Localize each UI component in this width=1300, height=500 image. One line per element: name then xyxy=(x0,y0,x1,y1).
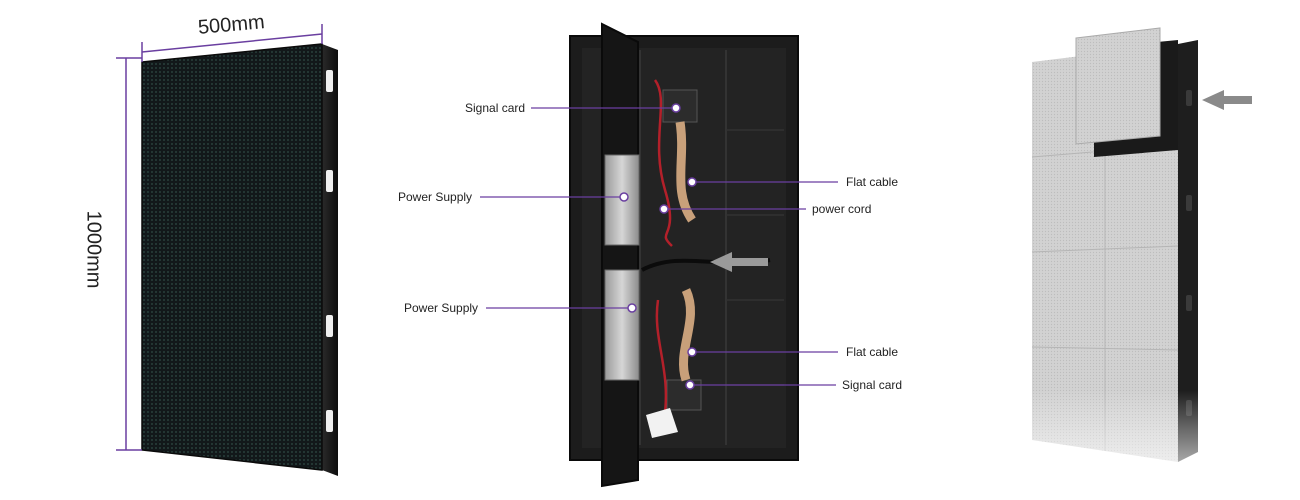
callout-power-cord: power cord xyxy=(812,202,872,216)
width-dimension-line xyxy=(141,33,323,53)
rear-panel-view xyxy=(560,20,810,490)
height-label: 1000mm xyxy=(82,210,105,289)
insert-arrow-icon xyxy=(710,252,768,272)
side-handle xyxy=(326,70,333,92)
insert-arrow-icon xyxy=(1202,90,1252,110)
side-handle xyxy=(326,170,333,192)
callout-flat-cable-top: Flat cable xyxy=(846,175,899,189)
led-cabinet-module-image xyxy=(1020,27,1260,490)
callout-signal-card-top: Signal card xyxy=(465,101,526,115)
led-cabinet-rear-image xyxy=(569,22,799,488)
callout-flat-cable-bottom: Flat cable xyxy=(846,345,899,359)
signal-card-board xyxy=(662,89,698,123)
led-cabinet-front-image xyxy=(116,24,338,476)
led-module-being-inserted xyxy=(1075,27,1161,145)
rear-door xyxy=(601,22,639,488)
signal-card-board xyxy=(666,379,702,411)
power-supply-unit xyxy=(604,269,640,381)
callout-power-supply-top: Power Supply xyxy=(398,190,473,204)
callout-signal-card-bottom: Signal card xyxy=(842,378,903,392)
side-handle xyxy=(326,315,333,337)
led-screen-face xyxy=(142,44,322,470)
callout-power-supply-bottom: Power Supply xyxy=(404,301,479,315)
module-install-view xyxy=(1020,20,1260,490)
side-handle xyxy=(326,410,333,432)
power-supply-unit xyxy=(604,154,640,246)
front-panel-view: 500mm 1000mm xyxy=(82,10,350,490)
